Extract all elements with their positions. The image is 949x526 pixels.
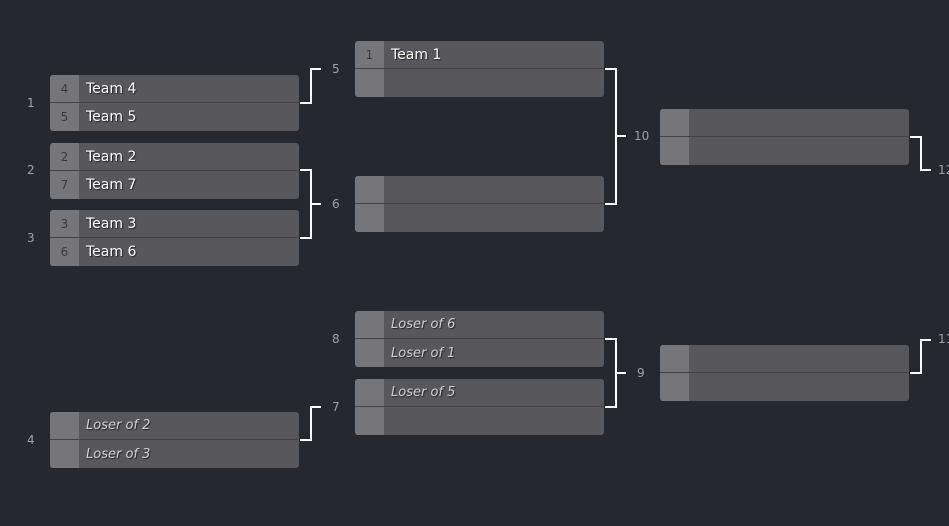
match-7[interactable]: Loser of 5 [355, 379, 604, 435]
seed-number: 7 [50, 171, 79, 199]
connector-1-to-5 [300, 68, 321, 104]
connector-2-3-to-6 [300, 169, 321, 239]
match-number-label: 3 [27, 231, 35, 245]
match-slot-bottom[interactable]: 7 Team 7 [50, 171, 299, 199]
match-number-label: 7 [332, 400, 340, 414]
connector-8-7-to-9 [605, 338, 626, 408]
match-slot-bottom[interactable]: 6 Team 6 [50, 238, 299, 266]
team-name: Loser of 3 [86, 446, 151, 462]
seed-number: 2 [50, 143, 79, 170]
seed-number: 6 [50, 238, 79, 266]
match-number-label: 4 [27, 433, 35, 447]
seed-number [660, 345, 689, 372]
team-name: Loser of 1 [391, 345, 456, 361]
team-name: Team 6 [86, 244, 137, 260]
match-number-label: 10 [634, 129, 650, 143]
match-number-label: 2 [27, 163, 35, 177]
match-slot-top[interactable]: 2 Team 2 [50, 143, 299, 171]
seed-number [355, 379, 384, 406]
match-number-label: 9 [637, 366, 645, 380]
match-number-label: 1 [27, 96, 35, 110]
seed-number [355, 204, 384, 232]
team-name: Loser of 2 [86, 418, 151, 433]
seed-number [660, 137, 689, 165]
seed-number [660, 373, 689, 401]
match-slot-bottom[interactable]: 5 Team 5 [50, 103, 299, 131]
match-number-label: 8 [332, 332, 340, 346]
seed-number: 1 [355, 41, 384, 68]
match-slot-top[interactable] [355, 176, 604, 204]
seed-number [50, 412, 79, 439]
match-3[interactable]: 3 Team 3 6 Team 6 [50, 210, 299, 266]
match-4[interactable]: Loser of 2 Loser of 3 [50, 412, 299, 468]
seed-number [355, 407, 384, 435]
match-9[interactable] [660, 345, 909, 401]
seed-number [355, 339, 384, 367]
connector-4-to-7 [300, 406, 321, 441]
match-slot-top[interactable]: 4 Team 4 [50, 75, 299, 103]
match-slot-bottom[interactable] [660, 373, 909, 401]
seed-number: 5 [50, 103, 79, 131]
match-2[interactable]: 2 Team 2 7 Team 7 [50, 143, 299, 199]
seed-number [50, 440, 79, 468]
match-number-label: 6 [332, 197, 340, 211]
match-slot-bottom[interactable]: Loser of 3 [50, 440, 299, 468]
connector-9-to-11 [910, 339, 931, 374]
team-name: Team 2 [86, 148, 137, 165]
next-match-label: 12 [938, 163, 949, 177]
next-match-label: 11 [938, 332, 949, 346]
match-slot-bottom[interactable] [355, 204, 604, 232]
team-name: Team 7 [86, 177, 137, 193]
match-slot-bottom[interactable]: Loser of 1 [355, 339, 604, 367]
match-slot-top[interactable] [660, 345, 909, 373]
seed-number [355, 69, 384, 97]
team-name: Team 3 [86, 215, 137, 232]
match-slot-top[interactable]: Loser of 2 [50, 412, 299, 440]
team-name: Team 1 [391, 46, 442, 63]
team-name: Team 4 [86, 80, 137, 97]
match-slot-bottom[interactable] [660, 137, 909, 165]
match-slot-top[interactable]: Loser of 5 [355, 379, 604, 407]
seed-number [660, 109, 689, 136]
team-name: Loser of 6 [391, 317, 456, 332]
match-slot-bottom[interactable] [355, 69, 604, 97]
match-slot-top[interactable]: 1 Team 1 [355, 41, 604, 69]
seed-number [355, 311, 384, 338]
seed-number: 3 [50, 210, 79, 237]
match-8[interactable]: Loser of 6 Loser of 1 [355, 311, 604, 367]
connector-5-6-to-10 [605, 68, 626, 205]
team-name: Team 5 [86, 109, 137, 125]
match-slot-top[interactable]: Loser of 6 [355, 311, 604, 339]
match-slot-top[interactable]: 3 Team 3 [50, 210, 299, 238]
match-1[interactable]: 4 Team 4 5 Team 5 [50, 75, 299, 131]
seed-number [355, 176, 384, 203]
match-5[interactable]: 1 Team 1 [355, 41, 604, 97]
match-slot-bottom[interactable] [355, 407, 604, 435]
match-number-label: 5 [332, 62, 340, 76]
match-10[interactable] [660, 109, 909, 165]
match-slot-top[interactable] [660, 109, 909, 137]
match-6[interactable] [355, 176, 604, 232]
team-name: Loser of 5 [391, 385, 456, 400]
seed-number: 4 [50, 75, 79, 102]
connector-10-to-12 [910, 136, 931, 171]
